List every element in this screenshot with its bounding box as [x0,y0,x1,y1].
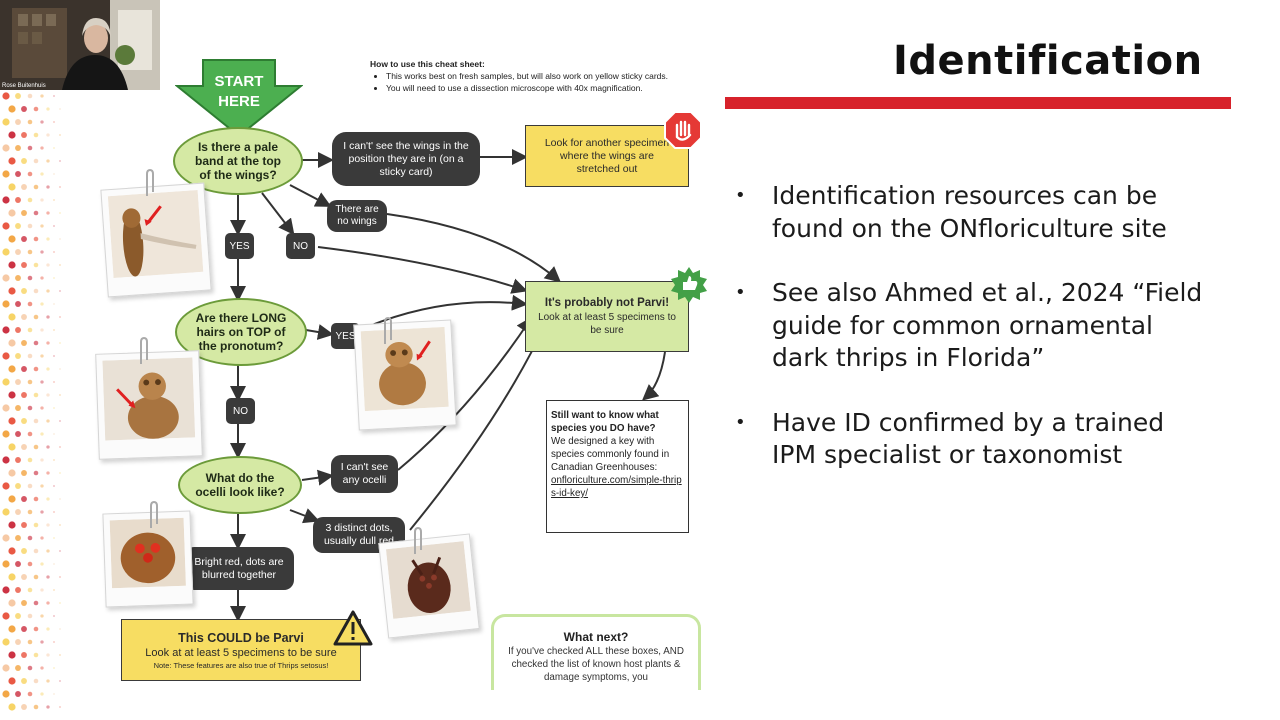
bullet-text: Identification resources can be found on… [772,181,1167,243]
howto-title: How to use this cheat sheet: [370,59,485,69]
cant-see-ocelli-box: I can't see any ocelli [331,455,398,493]
question-ocelli: What do the ocelli look like? [178,456,302,514]
howto-item: You will need to use a dissection micros… [386,82,720,94]
paperclip-icon [384,316,392,344]
no-label-2: NO [226,398,255,424]
yes-label-1: YES [225,233,254,259]
stop-hand-icon [664,111,702,149]
bullet-item: • See also Ahmed et al., 2024 “Field guid… [735,277,1205,375]
slide-title: Identification [893,38,1203,84]
could-be-parvi-box: This COULD be Parvi Look at at least 5 s… [121,619,361,681]
bright-red-dots-box: Bright red, dots are blurred together [184,547,294,590]
decorative-dot-pattern [2,92,62,711]
no-label-1: NO [286,233,315,259]
warning-triangle-icon [333,610,373,646]
howto-instructions: How to use this cheat sheet: This works … [370,58,720,94]
no-wings-box: There are no wings [327,200,387,232]
look-another-specimen-box: Look for another specimen where the wing… [525,125,689,187]
title-underline-bar [725,97,1231,109]
bullet-text: See also Ahmed et al., 2024 “Field guide… [772,278,1203,372]
still-want-link[interactable]: onfloriculture.com/simple-thrips-id-key/ [551,475,682,499]
presenter-video [0,0,160,90]
could-be-parvi-note: Note: These features are also true of Th… [153,660,329,670]
specimen-photo-pronotum-left [95,350,203,460]
paperclip-icon [146,168,154,196]
specimen-photo-wings [100,182,212,298]
presenter-name-label: Rose Buitenhuis [2,83,46,89]
paperclip-icon [414,526,422,554]
bullet-item: • Have ID confirmed by a trained IPM spec… [735,407,1205,472]
question-pale-band: Is there a pale band at the top of the w… [173,127,303,195]
still-want-body: We designed a key with species commonly … [551,436,670,473]
not-parvi-subtitle: Look at at least 5 specimens to be sure [538,312,676,336]
what-next-box: What next? If you've checked ALL these b… [491,614,701,690]
still-want-to-know-box: Still want to know what species you DO h… [546,400,689,533]
paperclip-icon [150,500,158,528]
what-next-body: If you've checked ALL these boxes, AND c… [508,646,684,683]
specimen-photo-ocelli-dull [378,533,480,639]
bullet-dot-icon: • [735,185,746,206]
start-here-label: START HERE [214,73,264,110]
paperclip-icon [140,336,148,364]
could-be-parvi-title: This COULD be Parvi [178,630,304,645]
still-want-title: Still want to know what species you DO h… [551,410,659,434]
start-here-arrow [175,59,303,138]
thumbs-up-badge-icon [671,267,707,303]
presenter-webcam: Rose Buitenhuis [0,0,160,90]
bullet-dot-icon: • [735,411,746,433]
bullet-dot-icon: • [735,282,746,303]
bullet-list: • Identification resources can be found o… [735,180,1205,504]
not-parvi-box: It's probably not Parvi! Look at at leas… [525,281,689,352]
cant-see-wings-box: I can't' see the wings in the position t… [332,132,480,186]
could-be-parvi-subtitle: Look at at least 5 specimens to be sure [145,646,337,659]
specimen-photo-pronotum-right [353,319,457,431]
what-next-title: What next? [563,630,629,644]
specimen-photo-ocelli-red [102,510,194,608]
howto-item: This works best on fresh samples, but wi… [386,70,720,82]
bullet-text: Have ID confirmed by a trained IPM speci… [772,407,1165,470]
not-parvi-title: It's probably not Parvi! [544,297,670,309]
bullet-item: • Identification resources can be found o… [735,180,1205,245]
